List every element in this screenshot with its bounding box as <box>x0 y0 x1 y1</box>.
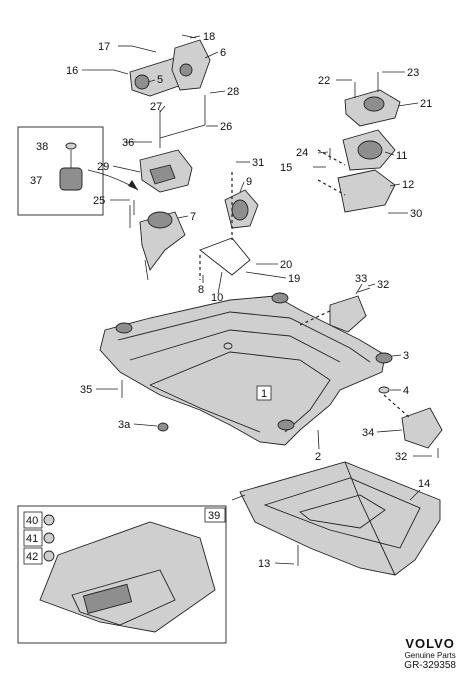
leader-lines <box>82 35 432 565</box>
callout-2: 2 <box>315 451 321 463</box>
callout-labels: 1 2 3 3a 4 5 6 7 8 9 10 11 12 13 14 15 1… <box>26 31 432 570</box>
callout-33: 33 <box>355 273 367 285</box>
callout-28: 28 <box>227 86 239 98</box>
callout-21: 21 <box>420 98 432 110</box>
subframe <box>99 292 393 446</box>
torque-rod-assembly <box>113 34 211 97</box>
callout-12: 12 <box>402 179 414 191</box>
callout-16: 16 <box>66 65 78 77</box>
callout-26: 26 <box>220 121 232 133</box>
callout-39: 39 <box>208 510 220 522</box>
callout-40: 40 <box>26 515 38 527</box>
callout-31: 31 <box>252 157 264 169</box>
callout-3a: 3a <box>118 419 131 431</box>
callout-box-1 <box>256 385 272 401</box>
brand-subtitle: Genuine Parts <box>404 651 456 660</box>
callout-37: 37 <box>30 175 42 187</box>
callout-25: 25 <box>93 195 105 207</box>
rear-mount-33 <box>299 287 371 333</box>
transmission-mount-assembly <box>317 72 401 213</box>
callout-29: 29 <box>97 161 109 173</box>
arrow-to-shield <box>231 494 246 501</box>
callout-17: 17 <box>98 41 110 53</box>
callout-1: 1 <box>261 388 267 400</box>
fasteners <box>121 200 390 566</box>
inset-box-37-38 <box>17 126 104 216</box>
callout-22: 22 <box>318 75 330 87</box>
callout-3: 3 <box>403 350 409 362</box>
brand-block: VOLVO Genuine Parts GR-329358 <box>404 636 456 671</box>
callout-11: 11 <box>396 150 407 162</box>
callout-6: 6 <box>220 47 226 59</box>
callout-34: 34 <box>362 427 374 439</box>
volvo-logo: VOLVO <box>405 636 455 651</box>
callout-36: 36 <box>122 137 134 149</box>
callout-32: 32 <box>377 279 389 291</box>
callout-41: 41 <box>26 533 38 545</box>
callout-8: 8 <box>198 284 204 296</box>
callout-14: 14 <box>418 478 430 490</box>
callout-23: 23 <box>407 67 419 79</box>
callout-19: 19 <box>288 273 300 285</box>
callout-20: 20 <box>280 259 292 271</box>
callout-42: 42 <box>26 551 38 563</box>
callout-13: 13 <box>258 558 270 570</box>
engine-splash-shield <box>239 461 441 576</box>
callout-32b: 32 <box>395 451 407 463</box>
callout-18: 18 <box>203 31 215 43</box>
callout-15: 15 <box>280 162 292 174</box>
callout-4: 4 <box>403 385 409 397</box>
callout-27: 27 <box>150 101 162 113</box>
callout-35: 35 <box>80 384 92 396</box>
engine-mount-29 <box>139 95 206 193</box>
engine-mount-7 <box>129 205 186 281</box>
callout-30: 30 <box>410 208 422 220</box>
inset-box-39 <box>17 505 227 644</box>
rear-mount-34 <box>383 394 443 458</box>
callout-38: 38 <box>36 141 48 153</box>
callout-24: 24 <box>296 147 308 159</box>
diagram-code: GR-329358 <box>404 660 456 671</box>
callout-9: 9 <box>246 176 252 188</box>
callout-7: 7 <box>190 211 196 223</box>
arrow-head <box>128 180 138 190</box>
callout-5: 5 <box>157 74 163 86</box>
engine-mount-9 <box>199 172 259 280</box>
callout-10: 10 <box>211 292 223 304</box>
